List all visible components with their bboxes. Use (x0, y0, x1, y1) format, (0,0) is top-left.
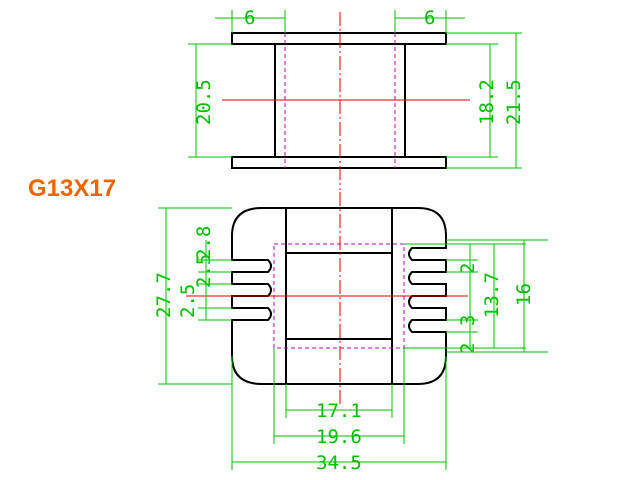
dim-flange-right: 6 (424, 7, 435, 29)
bobbin-outline (231, 207, 447, 385)
top-flange (231, 32, 447, 45)
dim-overall-height: 21.5 (503, 79, 525, 125)
dim-pin-left-mid: 2.5 (193, 254, 215, 288)
dim-pin-right-mid: 3 (457, 315, 479, 326)
bottom-flange (231, 156, 447, 169)
dim-inner-height: 18.2 (476, 79, 498, 125)
dim-flange-left: 6 (244, 7, 255, 29)
dim-pin-left-pitch: 2.5 (177, 284, 199, 318)
part-title: G13X17 (28, 175, 116, 202)
top-view: 6 6 20.5 18.2 21.5 (188, 7, 525, 190)
dim-inner-span: 13.7 (481, 272, 503, 318)
dim-window-width: 17.1 (316, 400, 362, 422)
dim-winding-height: 20.5 (193, 79, 215, 125)
dim-core-width: 19.6 (316, 426, 362, 448)
dim-pin-right-top: 2 (457, 263, 479, 274)
dim-outer-span: 16 (513, 283, 535, 306)
dim-overall-width: 34.5 (316, 452, 362, 474)
dim-pin-left-top: 2.8 (193, 226, 215, 260)
dim-body-height: 27.7 (153, 272, 175, 318)
bottom-view: 27.7 2.8 2.5 2.5 2 3 2 13.7 16 17. (153, 192, 548, 474)
